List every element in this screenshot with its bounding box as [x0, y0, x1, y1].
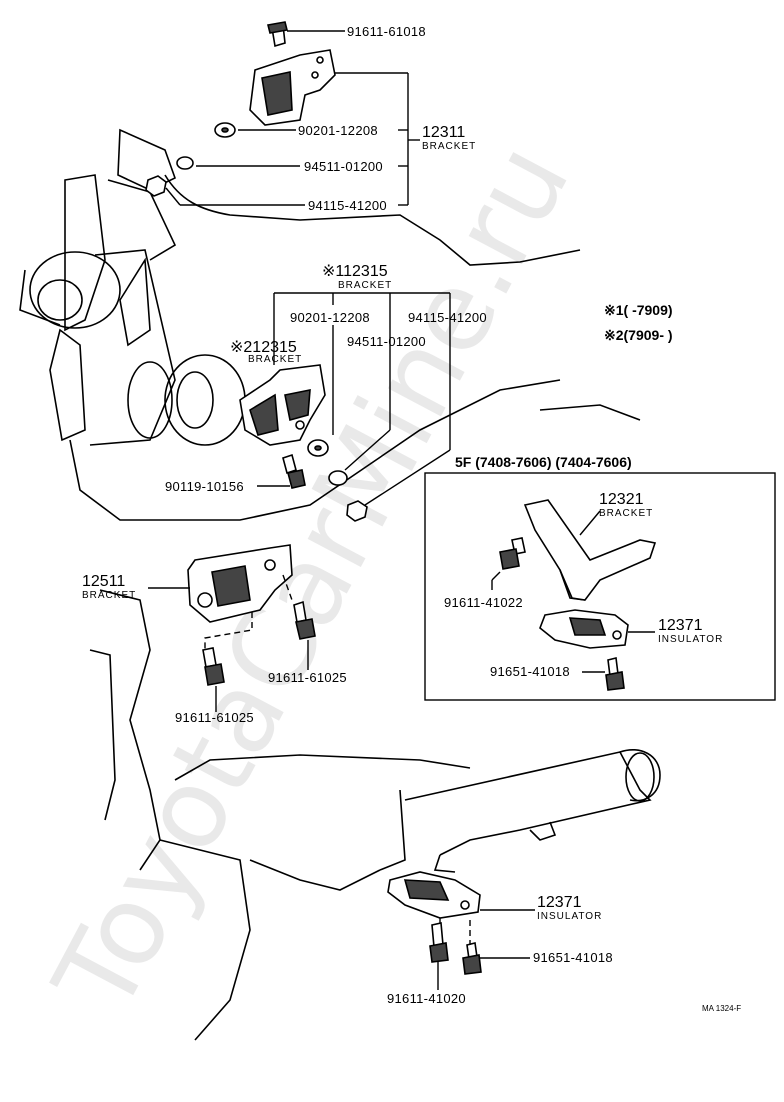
label-12511-name: BRACKET	[82, 590, 136, 601]
insulator-12371-a	[539, 609, 629, 649]
note-2: ※2(7909- )	[604, 327, 673, 343]
bracket-12311	[249, 21, 336, 126]
bolt-91651-41018-a	[605, 657, 625, 691]
label-112315: ※112315	[322, 263, 388, 280]
label-91651-41018-b: 91651-41018	[533, 950, 613, 965]
bolt-90119-10156	[282, 453, 306, 489]
label-12371-a-name: INSULATOR	[658, 634, 723, 645]
label-94511-01200-b: 94511-01200	[347, 334, 426, 349]
drawing-code: MA 1324-F	[702, 1004, 741, 1013]
leaders-lower	[437, 909, 535, 990]
bolt-91651-41018-b	[462, 942, 482, 975]
label-112315-name: BRACKET	[338, 280, 392, 291]
label-12321: 12321	[599, 491, 644, 508]
bolt-91611-41022	[499, 537, 526, 570]
washer-90201-12208-a	[214, 122, 236, 138]
label-90201-12208-b: 90201-12208	[290, 310, 370, 325]
label-91611-41020: 91611-41020	[387, 991, 466, 1006]
bolt-91611-61025-b	[293, 600, 316, 640]
label-94115-41200-b: 94115-41200	[408, 310, 487, 325]
leaders-12511	[148, 574, 309, 712]
label-12371-a: 12371	[658, 617, 703, 634]
leaders-top	[165, 30, 420, 206]
washer-90201-12208-b	[307, 439, 329, 457]
nut-94115-41200-a	[145, 175, 167, 197]
leaders-middle	[257, 292, 451, 506]
label-12371-b: 12371	[537, 894, 582, 911]
bolt-91611-61025-a	[202, 647, 225, 686]
bracket-212315	[239, 364, 326, 446]
bolt-91611-41020	[429, 922, 449, 963]
label-91611-61025-a: 91611-61025	[175, 710, 254, 725]
insulator-12371-b	[387, 871, 481, 919]
note-1: ※1( -7909)	[604, 302, 673, 318]
label-91611-61025-b: 91611-61025	[268, 670, 347, 685]
label-212315: ※212315	[230, 339, 297, 356]
inset-title: 5F (7408-7606) (7404-7606)	[455, 454, 632, 470]
label-91611-61018: 91611-61018	[347, 24, 426, 39]
label-94115-41200-a: 94115-41200	[308, 198, 387, 213]
label-90201-12208-a: 90201-12208	[298, 123, 378, 138]
inset-5f-frame	[424, 472, 776, 701]
transmission-outline	[89, 589, 661, 1041]
label-212315-name: BRACKET	[248, 354, 302, 365]
nut-94115-41200-b	[346, 500, 368, 522]
label-12511: 12511	[82, 573, 125, 590]
label-12321-name: BRACKET	[599, 508, 653, 519]
label-12311: 12311	[422, 124, 465, 141]
washer-94511-01200-a	[176, 156, 194, 170]
bracket-12321	[523, 499, 657, 601]
labels: 91611-61018 90201-12208 94511-01200 9411…	[82, 24, 741, 1013]
label-90119-10156: 90119-10156	[165, 479, 244, 494]
nut-94511-01200-b	[328, 470, 348, 486]
leaders-inset	[491, 510, 655, 673]
label-94511-01200-a: 94511-01200	[304, 159, 383, 174]
label-91651-41018-a: 91651-41018	[490, 664, 570, 679]
label-12371-b-name: INSULATOR	[537, 911, 602, 922]
label-91611-41022: 91611-41022	[444, 595, 523, 610]
label-12311-name: BRACKET	[422, 141, 476, 152]
bracket-12511	[187, 544, 293, 623]
